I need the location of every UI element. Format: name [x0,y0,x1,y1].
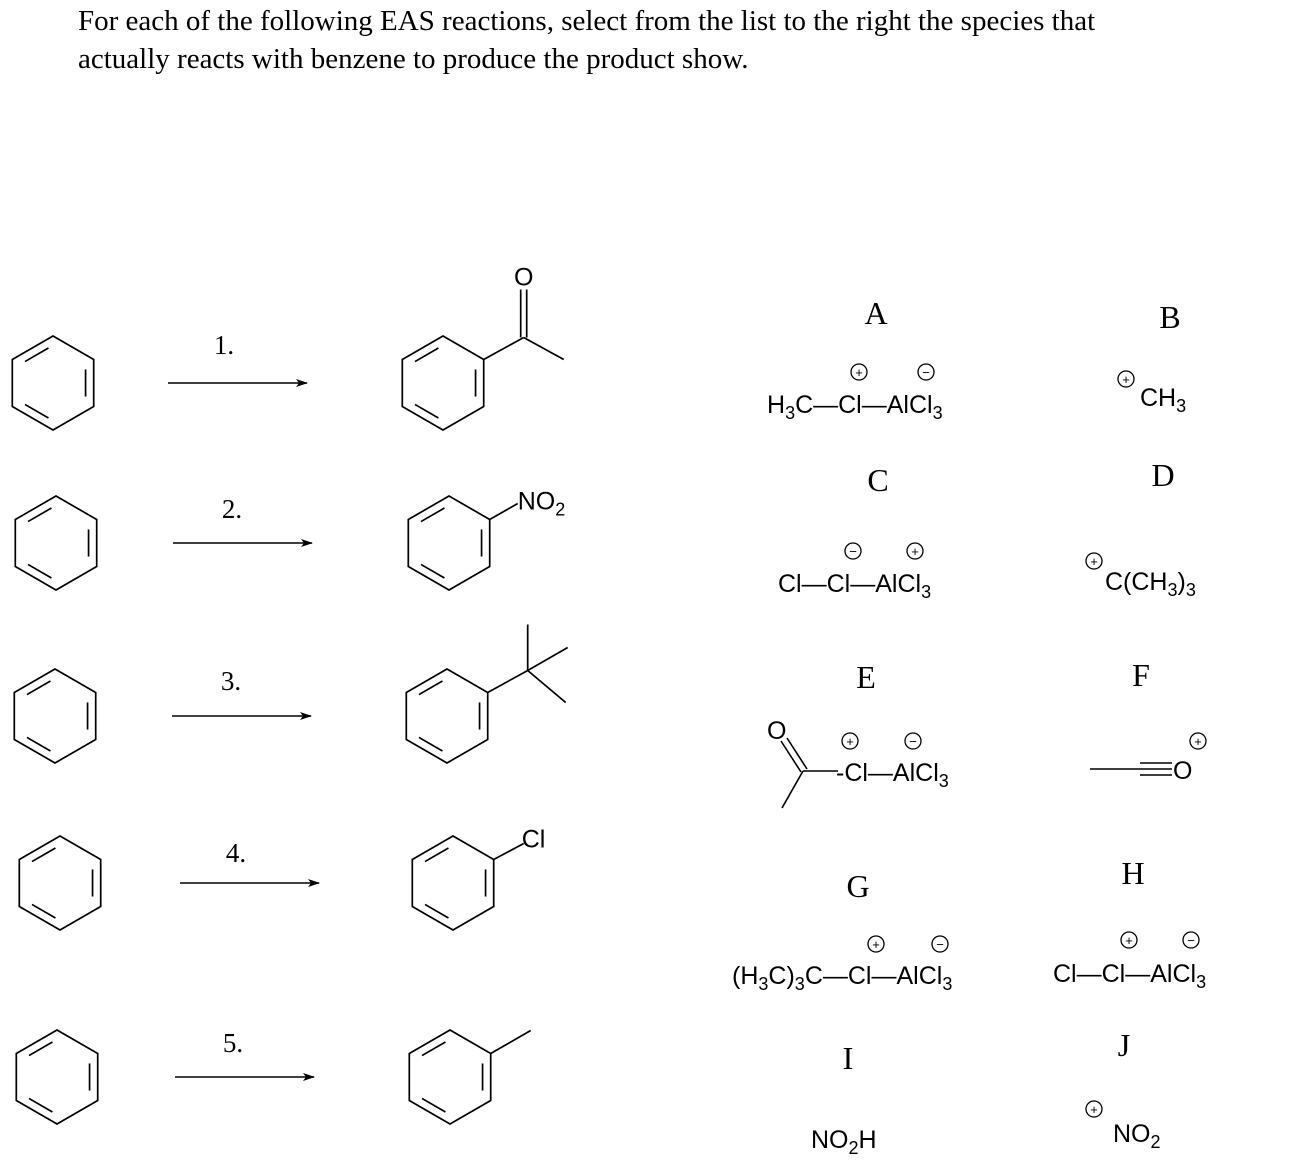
option-D-formula: C(CH3)3 [1105,568,1196,600]
option-E-formula: -Cl—AlCl3 [836,759,949,791]
plus-charge-icon: + [1120,931,1138,949]
option-C-formula: Cl—Cl—AlCl3 [778,570,931,602]
plus-charge-icon: + [906,542,924,560]
option-letter-J: J [1118,1027,1130,1063]
species-options: A + − H3C—Cl—AlCl3 B + CH3 [732,295,1207,1158]
reactant-benzene [18,835,102,931]
option-letter-H: H [1121,855,1144,891]
reaction-2: 2. NO2 [14,488,566,591]
product-benzene [401,335,485,431]
option-G[interactable]: G + − (H3C)3C—Cl—AlCl3 [732,868,952,994]
question-line-1: For each of the following EAS reactions,… [78,5,1096,37]
nitro-group: NO2 [518,488,566,520]
option-D[interactable]: D + C(CH3)3 [1085,457,1196,600]
svg-text:+: + [855,365,863,380]
option-letter-F: F [1132,657,1150,693]
option-J[interactable]: J + NO2 [1085,1027,1161,1152]
option-F[interactable]: F O + [1090,657,1207,785]
reactant-benzene [14,495,98,591]
minus-charge-icon: − [844,542,862,560]
svg-text:+: + [911,544,919,559]
svg-text:+: + [1090,1102,1098,1117]
product-substituent [490,1029,532,1055]
option-letter-B: B [1159,299,1180,335]
option-letter-E: E [856,659,876,695]
plus-charge-icon: + [850,363,868,381]
option-C[interactable]: C − + Cl—Cl—AlCl3 [778,462,931,602]
option-G-formula: (H3C)3C—Cl—AlCl3 [732,962,952,994]
svg-text:−: − [849,544,857,559]
reactant-benzene [15,1029,99,1125]
product-substituent [493,842,525,861]
reaction-number: 3. [221,666,241,696]
reactions-column: 1. O 2. NO2 3. 4. Cl 5. [11,264,569,1125]
product-substituent [483,289,565,361]
svg-text:+: + [846,734,854,749]
question-text: For each of the following EAS reactions,… [78,2,1258,78]
option-H[interactable]: H + − Cl—Cl—AlCl3 [1053,855,1206,992]
svg-text:+: + [1090,554,1098,569]
svg-text:+: + [1125,933,1133,948]
option-letter-A: A [864,295,887,331]
option-I[interactable]: I NO2H [811,1040,877,1158]
reaction-number: 1. [214,330,234,360]
option-E-oxygen: O [767,717,786,745]
product-substituent [489,502,519,521]
option-A[interactable]: A + − H3C—Cl—AlCl3 [767,295,943,423]
acetyl-bonds [780,737,838,809]
product-benzene [405,668,489,764]
option-J-formula: NO2 [1113,1120,1161,1152]
product-benzene [411,835,495,931]
option-letter-C: C [867,462,888,498]
product-benzene [408,1029,492,1125]
carbonyl-oxygen: O [514,264,533,292]
option-A-formula: H3C—Cl—AlCl3 [767,391,943,423]
minus-charge-icon: − [917,363,935,381]
plus-charge-icon: + [1189,732,1207,750]
option-letter-I: I [843,1040,854,1076]
acylium-bonds [1090,762,1172,776]
plus-charge-icon: + [1085,552,1103,570]
option-E[interactable]: E O + − -Cl—AlCl3 [767,659,949,809]
reaction-4: 4. Cl [18,826,546,931]
reaction-1: 1. O [11,264,565,431]
option-H-formula: Cl—Cl—AlCl3 [1053,960,1206,992]
product-benzene [407,495,491,591]
svg-text:+: + [872,937,880,952]
option-letter-G: G [846,868,869,904]
svg-text:−: − [922,365,930,380]
option-F-oxygen: O [1173,757,1192,785]
plus-charge-icon: + [1117,370,1135,388]
option-I-formula: NO2H [811,1126,877,1158]
reactant-benzene [13,668,97,764]
svg-text:+: + [1122,372,1130,387]
chlorine-atom: Cl [522,826,546,854]
reaction-5: 5. [15,1028,532,1125]
reaction-3: 3. [13,624,569,764]
option-letter-D: D [1151,457,1174,493]
question-line-2: actually reacts with benzene to produce … [78,43,749,75]
svg-text:+: + [1194,734,1202,749]
svg-text:−: − [936,937,944,952]
plus-charge-icon: + [841,732,859,750]
reactant-benzene [11,335,95,431]
option-B-formula: CH3 [1140,384,1186,416]
option-B[interactable]: B + CH3 [1117,299,1186,416]
reaction-number: 4. [226,838,246,868]
reaction-number: 5. [223,1028,243,1058]
minus-charge-icon: − [1182,931,1200,949]
reaction-number: 2. [222,494,242,524]
minus-charge-icon: − [931,935,949,953]
plus-charge-icon: + [867,935,885,953]
product-substituent [487,624,569,704]
plus-charge-icon: + [1085,1100,1103,1118]
minus-charge-icon: − [904,732,922,750]
svg-text:−: − [1187,933,1195,948]
svg-text:−: − [909,734,917,749]
